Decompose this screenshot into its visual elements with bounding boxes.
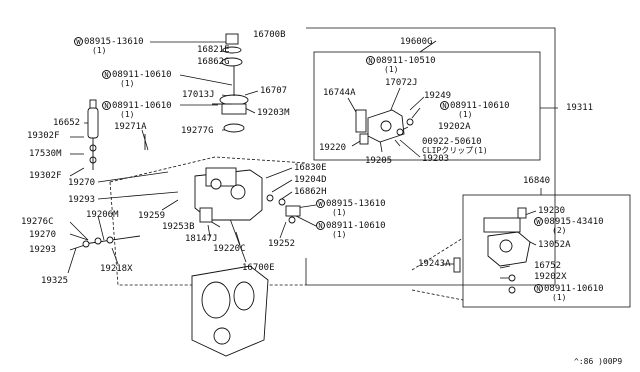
callout-19276C[interactable]: 19276C [21,217,54,227]
callout-19325[interactable]: 19325 [41,276,69,286]
callout-13052A[interactable]: 13052A [538,240,571,250]
qty-n-08911-10610-right: (1) [458,110,473,119]
callout-19600G[interactable]: 19600G [400,37,433,47]
callout-16862H[interactable]: 16862H [294,187,327,197]
callout-19220C[interactable]: 19220C [213,244,246,254]
callout-16830E[interactable]: 16830E [294,163,327,173]
callout-00922-50610[interactable]: 00922-50610 [422,137,482,147]
qty-n-08911-10610-br: (1) [552,293,567,302]
callout-19204D[interactable]: 19204D [294,175,327,185]
callout-16821E[interactable]: 16821E [197,45,230,55]
qty-n-08911-10610-mid: (1) [332,230,347,239]
nut-symbol-icon: N [534,284,543,293]
qty-n-08911-10610-b: (1) [120,110,135,119]
callout-18147J[interactable]: 18147J [185,234,218,244]
callout-19270-upper[interactable]: 19270 [68,178,96,188]
qty-w-08915-43410: (2) [552,226,567,235]
nut-symbol-icon: N [102,101,111,110]
qty-n-08911-10510: (1) [384,65,399,74]
clip-description: CLIPクリップ(1) [422,146,488,155]
diagram-code: ^:86 )00P9 [574,357,623,366]
callout-19252[interactable]: 19252 [268,239,296,249]
callout-16862G[interactable]: 16862G [197,57,230,67]
callout-19249[interactable]: 19249 [424,91,452,101]
callout-16840[interactable]: 16840 [523,176,551,186]
washer-symbol-icon: W [534,217,543,226]
callout-19203[interactable]: 19203 [422,154,450,164]
callout-19311[interactable]: 19311 [566,103,594,113]
callout-17530M[interactable]: 17530M [29,149,62,159]
washer-symbol-icon: W [316,199,325,208]
nut-symbol-icon: N [316,221,325,230]
callout-19293-upper[interactable]: 19293 [68,195,96,205]
callout-19206M[interactable]: 19206M [86,210,119,220]
callout-19202X[interactable]: 19202X [534,272,567,282]
nut-symbol-icon: N [102,70,111,79]
callout-19302F-upper[interactable]: 19302F [27,131,60,141]
callout-19271A[interactable]: 19271A [114,122,147,132]
callout-19205[interactable]: 19205 [365,156,393,166]
callout-19259[interactable]: 19259 [138,211,166,221]
callout-19218X[interactable]: 19218X [100,264,133,274]
callout-19277G[interactable]: 19277G [181,126,214,136]
qty-w-08915-13610-mid: (1) [332,208,347,217]
callout-19302F-lower[interactable]: 19302F [29,171,62,181]
callout-16744A[interactable]: 16744A [323,88,356,98]
callout-17072J[interactable]: 17072J [385,78,418,88]
callout-16700B[interactable]: 16700B [253,30,286,40]
callout-17013J[interactable]: 17013J [182,90,215,100]
callout-19220[interactable]: 19220 [319,143,347,153]
callout-19230[interactable]: 19230 [538,206,566,216]
callout-16700E[interactable]: 16700E [242,263,275,273]
qty-w-08915-13610-top: (1) [92,46,107,55]
qty-n-08911-10610-a: (1) [120,79,135,88]
callout-19202A[interactable]: 19202A [438,122,471,132]
callout-16752[interactable]: 16752 [534,261,562,271]
callout-19203M[interactable]: 19203M [257,108,290,118]
washer-symbol-icon: W [74,37,83,46]
callout-19243A[interactable]: 19243A [418,259,451,269]
nut-symbol-icon: N [366,56,375,65]
callout-19293-lower[interactable]: 19293 [29,245,57,255]
callout-16707[interactable]: 16707 [260,86,288,96]
callout-16652[interactable]: 16652 [53,118,81,128]
nut-symbol-icon: N [440,101,449,110]
callout-19253B[interactable]: 19253B [162,222,195,232]
callout-19270-lower[interactable]: 19270 [29,230,57,240]
